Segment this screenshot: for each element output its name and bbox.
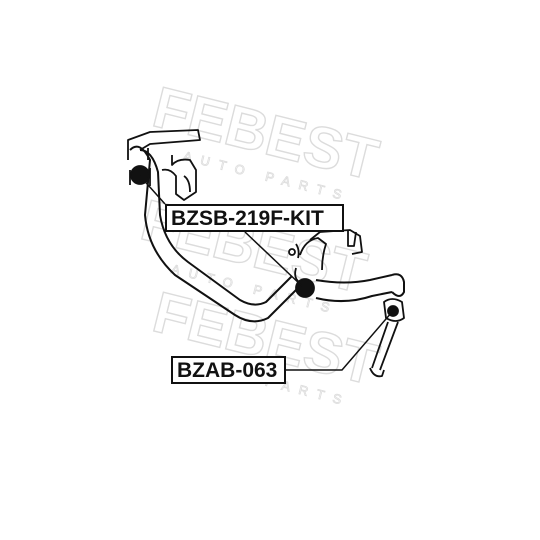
leader-line-bzab (286, 311, 393, 371)
middle-bracket (288, 229, 363, 298)
leader-line-bzsb-left (139, 175, 166, 205)
part-label-bzsb-219f-kit: BZSB-219F-KIT (165, 204, 344, 232)
leader-line-bzsb-right (244, 231, 304, 288)
part-label-bzab-063: BZAB-063 (171, 356, 286, 384)
left-bracket (127, 129, 201, 201)
stabilizer-link (369, 298, 405, 378)
leader-lines (139, 175, 393, 371)
